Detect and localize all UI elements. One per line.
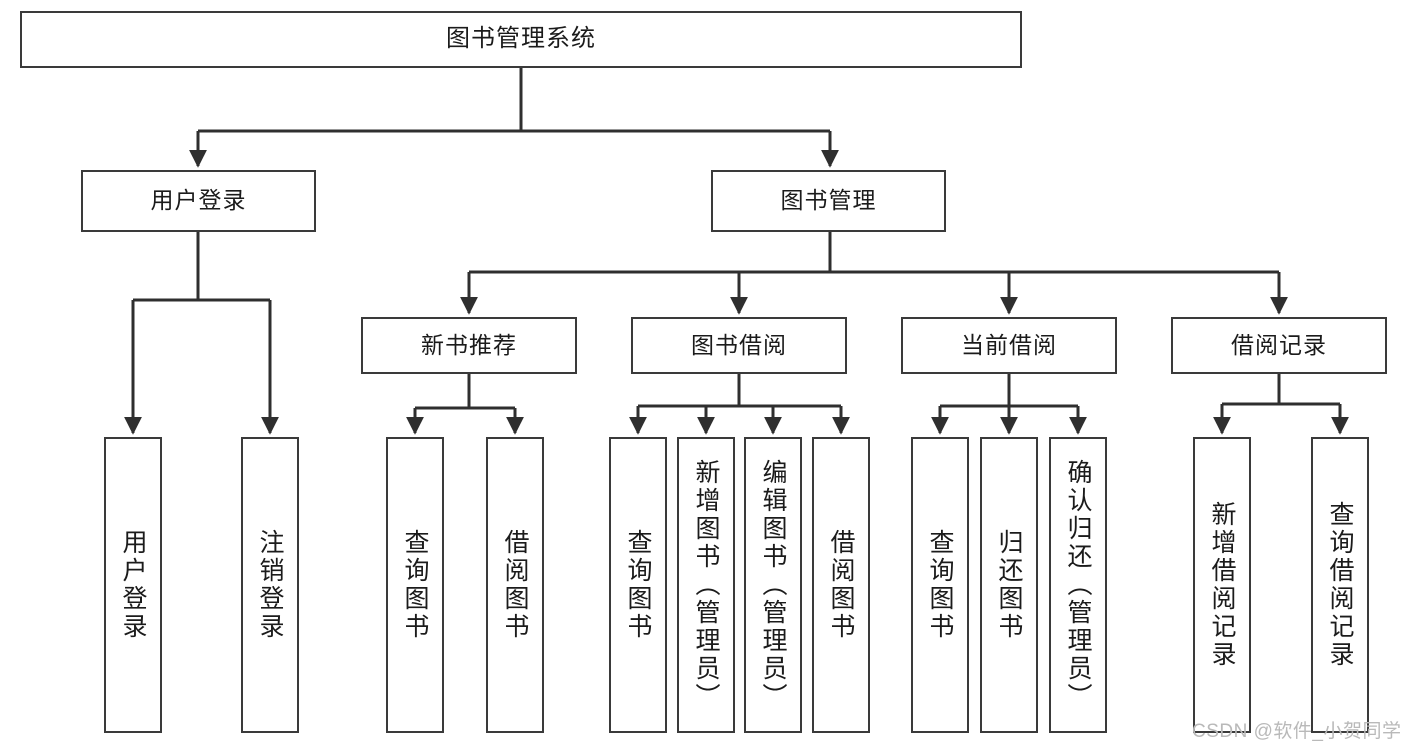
node-label: 新书推荐 xyxy=(421,331,517,358)
node-label: 当前借阅 xyxy=(961,331,1057,358)
leaf-query-book-borrowing[interactable]: 查询图书 xyxy=(609,437,667,733)
node-label: 用户登录 xyxy=(119,529,147,641)
node-borrowing-records[interactable]: 借阅记录 xyxy=(1171,317,1387,374)
node-label: 借阅图书 xyxy=(501,529,529,641)
node-label: 图书借阅 xyxy=(691,331,787,358)
node-new-book-recommendation[interactable]: 新书推荐 xyxy=(361,317,577,374)
leaf-borrow-book-borrowing[interactable]: 借阅图书 xyxy=(812,437,870,733)
leaf-add-book-admin[interactable]: 新增图书（管理员） xyxy=(677,437,735,733)
node-label: 查询图书 xyxy=(926,529,954,641)
node-user-login[interactable]: 用户登录 xyxy=(81,170,316,232)
node-label: 图书管理系统 xyxy=(446,25,596,53)
node-root-book-management-system[interactable]: 图书管理系统 xyxy=(20,11,1022,68)
leaf-logout[interactable]: 注销登录 xyxy=(241,437,299,733)
leaf-user-login[interactable]: 用户登录 xyxy=(104,437,162,733)
node-label: 查询图书 xyxy=(624,529,652,641)
node-current-borrowing[interactable]: 当前借阅 xyxy=(901,317,1117,374)
leaf-query-borrowing-record[interactable]: 查询借阅记录 xyxy=(1311,437,1369,733)
node-label: 确认归还（管理员） xyxy=(1064,459,1092,711)
node-label: 图书管理 xyxy=(780,187,877,214)
node-label: 用户登录 xyxy=(150,187,247,214)
node-label: 注销登录 xyxy=(256,529,284,641)
node-label: 借阅记录 xyxy=(1231,331,1327,358)
node-label: 归还图书 xyxy=(995,529,1023,641)
leaf-query-book-current[interactable]: 查询图书 xyxy=(911,437,969,733)
node-book-management[interactable]: 图书管理 xyxy=(711,170,946,232)
leaf-return-book[interactable]: 归还图书 xyxy=(980,437,1038,733)
node-label: 新增借阅记录 xyxy=(1208,501,1236,669)
leaf-edit-book-admin[interactable]: 编辑图书（管理员） xyxy=(744,437,802,733)
node-label: 查询借阅记录 xyxy=(1326,501,1354,669)
node-label: 编辑图书（管理员） xyxy=(759,459,787,711)
leaf-confirm-return-admin[interactable]: 确认归还（管理员） xyxy=(1049,437,1107,733)
node-label: 新增图书（管理员） xyxy=(692,459,720,711)
leaf-add-borrowing-record[interactable]: 新增借阅记录 xyxy=(1193,437,1251,733)
watermark: CSDN @软件_小贺同学 xyxy=(1192,721,1402,742)
node-book-borrowing[interactable]: 图书借阅 xyxy=(631,317,847,374)
node-label: 借阅图书 xyxy=(827,529,855,641)
node-label: 查询图书 xyxy=(401,529,429,641)
leaf-borrow-book-recommendation[interactable]: 借阅图书 xyxy=(486,437,544,733)
leaf-query-book-recommendation[interactable]: 查询图书 xyxy=(386,437,444,733)
